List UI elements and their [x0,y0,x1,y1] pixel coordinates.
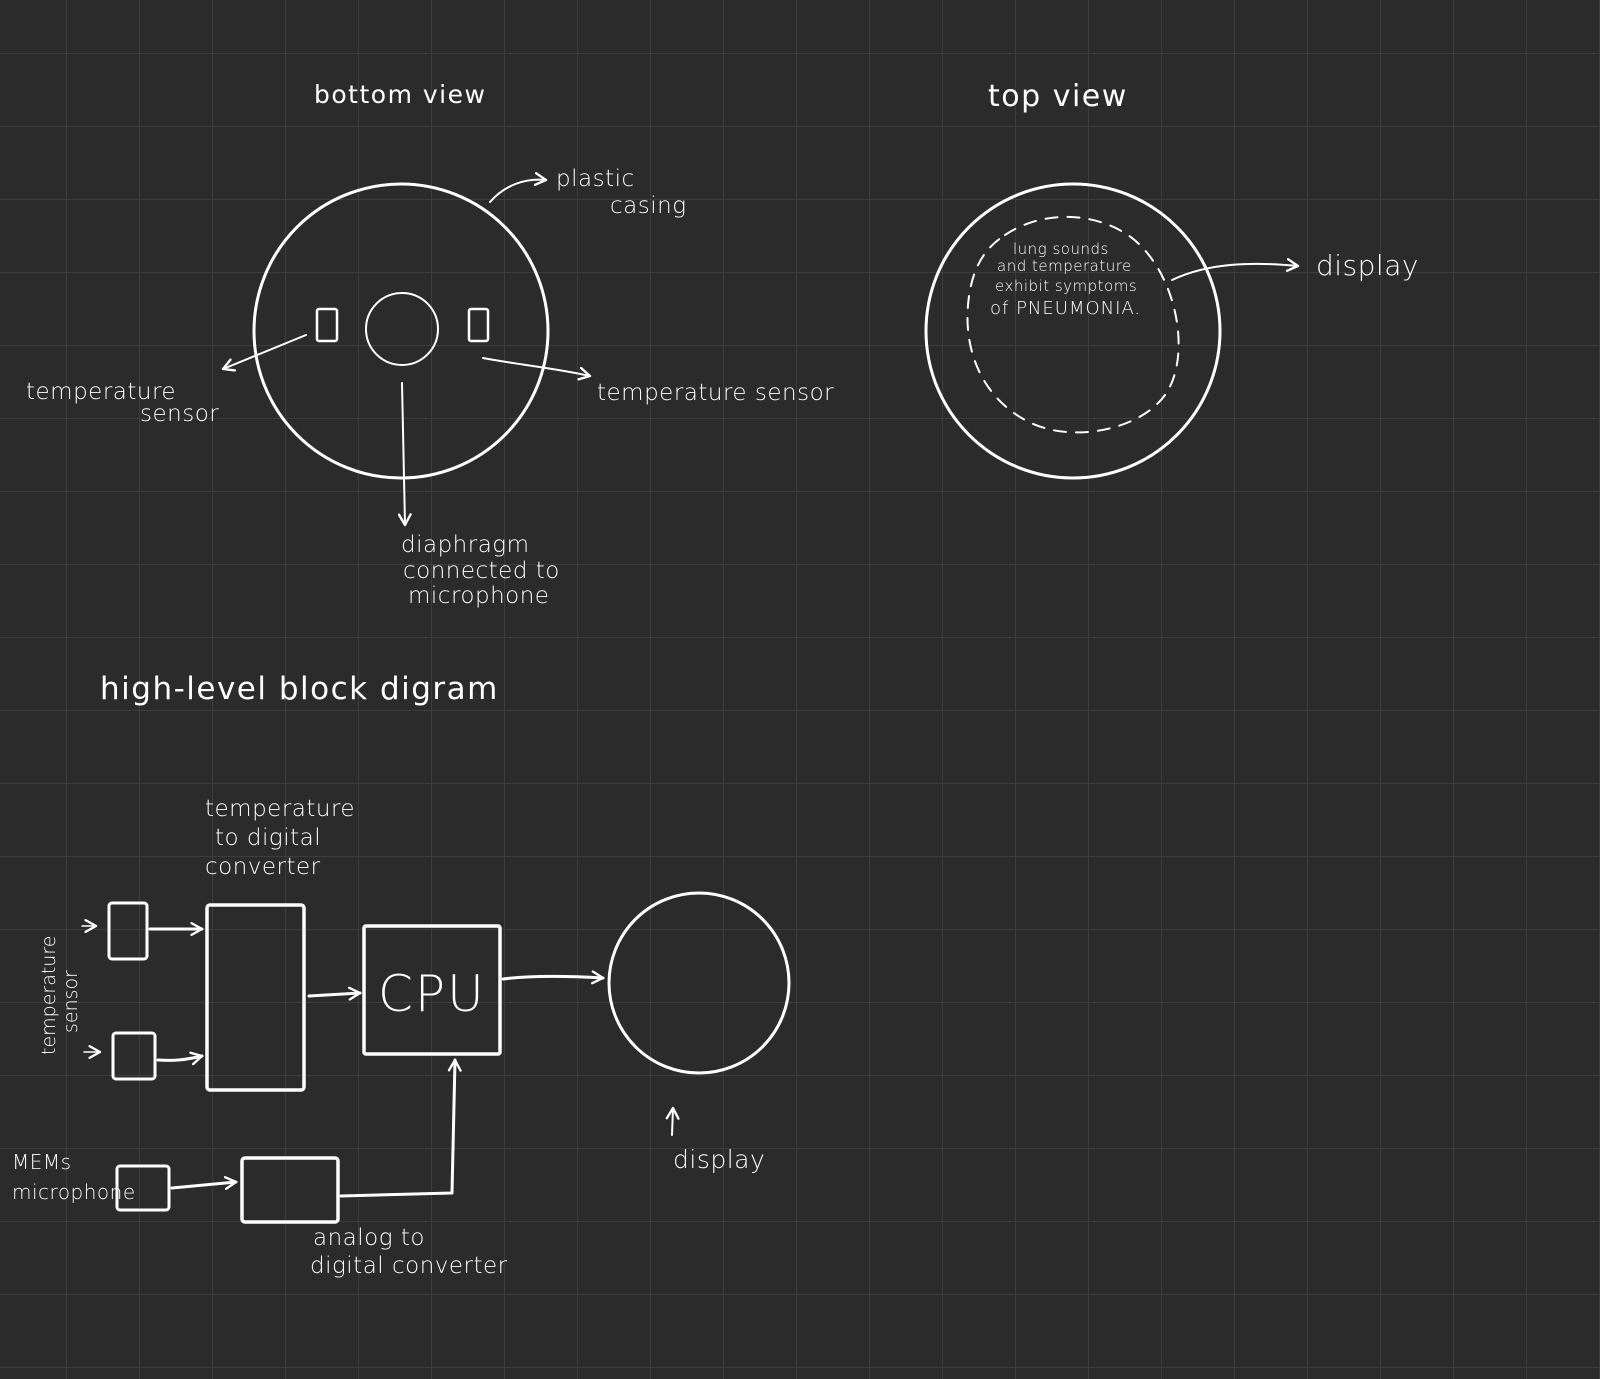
converter-to-cpu-arrow [307,986,362,1001]
casing-circle [252,182,550,480]
plastic-casing-label-2: casing [610,193,687,219]
diaphragm-label-3: microphone [408,583,549,609]
left-sensor-arrow [221,334,307,372]
diaphragm-label-1: diaphragm [401,532,530,558]
cpu-to-display-arrow [501,970,605,985]
temp-sensor-vertical-2: sensor [60,970,82,1033]
right-temp-sensor-rect [467,307,490,343]
top-casing-circle [924,182,1222,480]
mems-label-2: microphone [12,1180,136,1204]
temp-sensor-block-1 [107,901,149,961]
adc-label-2: digital converter [310,1253,508,1279]
left-temp-sensor-rect [315,307,339,343]
sensor2-to-converter-arrow [156,1051,204,1066]
adc-to-cpu-arrow [339,1058,462,1198]
adc-label-1: analog to [313,1225,425,1251]
screen-text-4: of PNEUMONIA. [990,298,1141,319]
top-view: top view lung sounds and temperature exh… [924,79,1419,480]
screen-text-3: exhibit symptoms [995,277,1137,295]
top-display-label: display [1316,249,1419,282]
adc-block [240,1156,340,1224]
temp-sensor-vertical-label: temperature sensor [38,936,82,1055]
converter-label-1: temperature [205,796,355,822]
block-diagram: high-level block digram temperature to d… [12,671,791,1279]
mems-microphone-block [115,1164,171,1212]
screen-dashed-outline [966,215,1180,434]
plastic-casing-arrow [489,172,548,203]
cpu-label: CPU [378,965,486,1023]
bottom-view-title: bottom view [314,80,486,109]
screen-text-2: and temperature [997,257,1132,275]
diaphragm-circle [365,292,439,366]
right-sensor-arrow [482,357,592,381]
block-display-label: display [673,1145,765,1174]
display-circle [607,891,791,1075]
temp-sensor-block-2 [111,1031,157,1081]
display-pointer-arrow [665,1106,680,1136]
left-temp-sensor-label-1: temperature [26,379,176,405]
cpu-block [362,924,502,1056]
converter-label-2: to digital [215,825,321,851]
block-diagram-title: high-level block digram [100,671,499,707]
left-temp-sensor-label-2: sensor [140,401,219,427]
right-temp-sensor-label: temperature sensor [597,380,834,406]
mems-to-adc-arrow [170,1176,238,1190]
top-view-title: top view [988,79,1128,114]
temp-sensor-vertical-1: temperature [38,936,60,1055]
diaphragm-arrow [397,382,412,527]
plastic-casing-label-1: plastic [556,166,635,192]
top-display-arrow [1171,258,1300,281]
converter-label-3: converter [205,854,321,880]
diaphragm-label-2: connected to [403,558,560,584]
screen-text-1: lung sounds [1013,240,1109,258]
mems-label-1: MEMs [12,1150,72,1174]
bottom-view: bottom view plastic casing temperature s… [26,80,834,609]
temp-to-digital-converter-block [205,903,306,1092]
